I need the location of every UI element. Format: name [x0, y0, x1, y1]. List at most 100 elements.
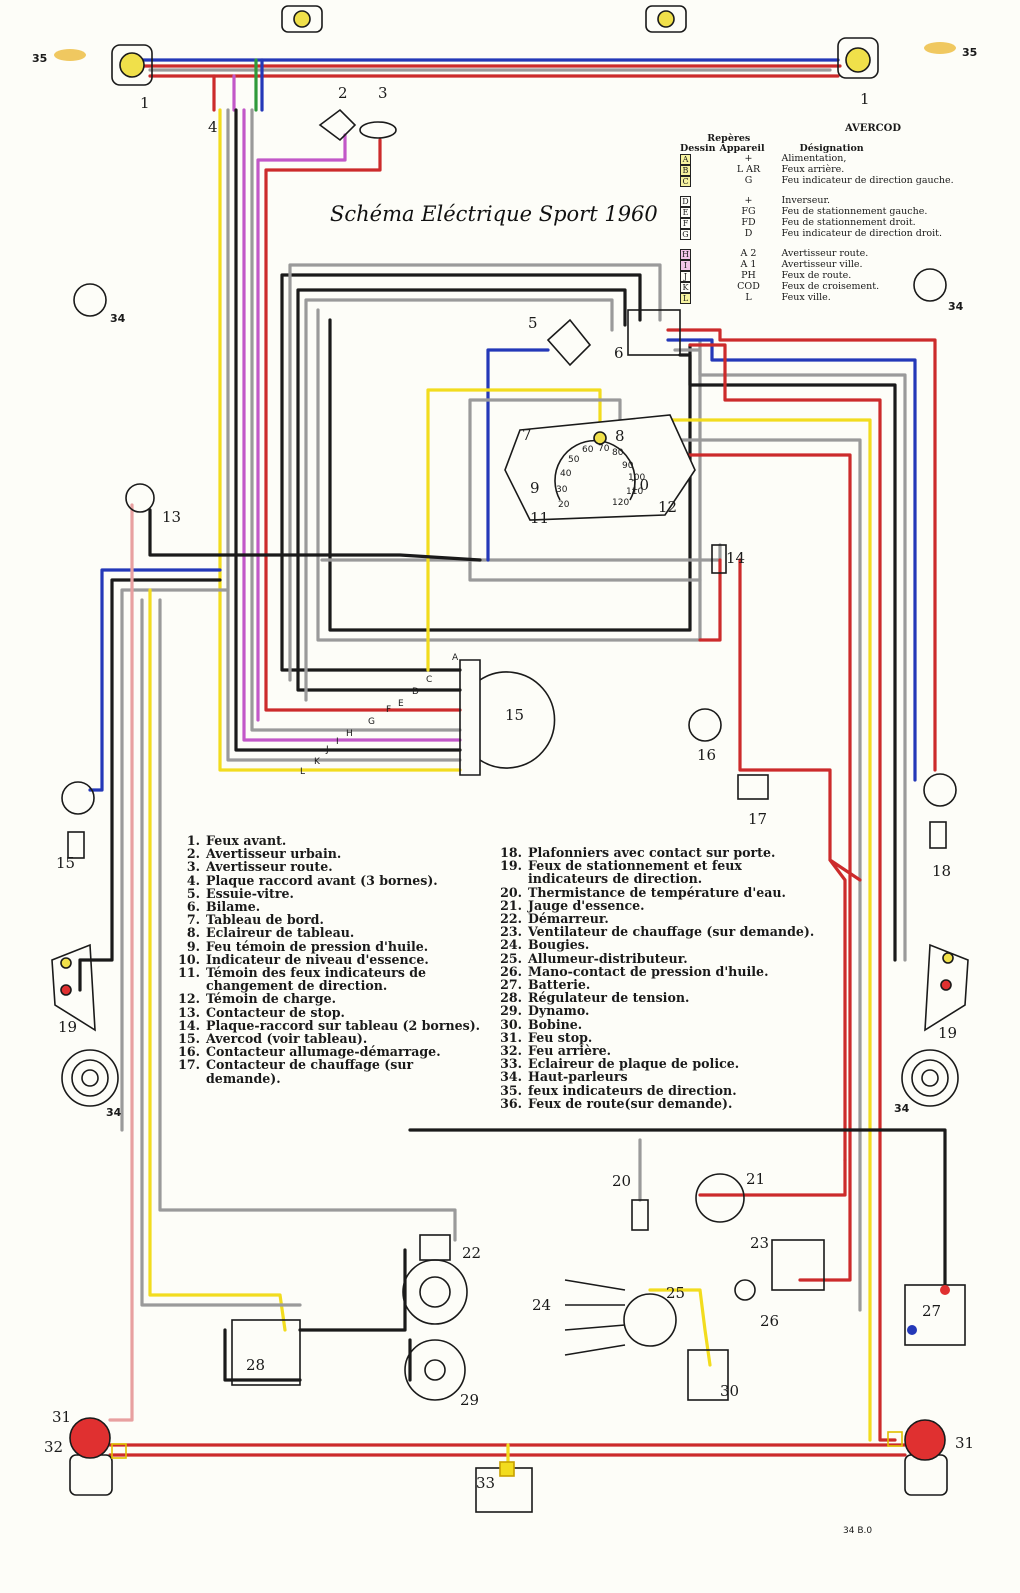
- rear-lamp-left: [69, 1417, 113, 1496]
- gauge-tick-50: 50: [568, 455, 580, 465]
- legend-item: 7.Tableau de bord.: [178, 913, 490, 926]
- component-label-22: 22: [462, 1244, 481, 1262]
- legend-item: 13.Contacteur de stop.: [178, 1005, 490, 1018]
- wire-black-left: [234, 108, 462, 752]
- col-appareil: Appareil: [719, 143, 765, 154]
- wire-grey-mid: [320, 543, 722, 562]
- bilame-connector: [627, 309, 681, 356]
- gauge-tick-80: 80: [612, 448, 624, 458]
- ignition-coil: [687, 1349, 729, 1401]
- wire-blue-right: [666, 338, 917, 782]
- avercod-dessin: D: [680, 196, 691, 207]
- avercod-row: E FG Feu de stationnement gauche.: [678, 207, 956, 218]
- component-label-25: 25: [666, 1284, 685, 1302]
- front-lamp-left: [111, 44, 153, 86]
- legend-number: 19.: [500, 858, 522, 874]
- legend-number: 25.: [500, 950, 522, 966]
- legend-number: 28.: [500, 990, 522, 1006]
- legend-item: 24.Bougies.: [500, 938, 818, 951]
- legend-number: 24.: [500, 937, 522, 953]
- avercod-terminal-c: C: [426, 675, 432, 685]
- legend-right: 18.Plafonniers avec contact sur porte.19…: [500, 846, 818, 1110]
- indicator-light-left: [51, 943, 96, 1032]
- avercod-terminal-g: G: [368, 717, 375, 727]
- legend-number: 3.: [186, 859, 200, 875]
- legend-item: 12.Témoin de charge.: [178, 992, 490, 1005]
- legend-number: 31.: [500, 1029, 522, 1045]
- legend-text: Avertisseur urbain.: [206, 846, 342, 862]
- legend-number: 12.: [178, 991, 200, 1007]
- wire-black-loop: [280, 273, 642, 672]
- legend-number: 36.: [500, 1095, 522, 1111]
- wire-grey-lower: [158, 598, 457, 1242]
- horn-urban: [318, 108, 357, 142]
- avercod-terminal-d: D: [412, 687, 419, 697]
- courtesy-light-left: [67, 831, 85, 859]
- wire-yellow-dash: [426, 388, 602, 672]
- avercod-appareil: FG: [741, 206, 756, 217]
- avercod-dessin: B: [680, 165, 691, 176]
- wire-red-right4: [653, 453, 852, 1282]
- avercod-appareil: COD: [737, 281, 760, 292]
- avercod-terminal-i: I: [336, 737, 339, 747]
- legend-number: 14.: [178, 1017, 200, 1033]
- avercod-appareil: FD: [741, 217, 756, 228]
- wire-grey-left-lights: [120, 588, 230, 1132]
- legend-text: Eclaireur de plaque de police.: [528, 1056, 740, 1072]
- component-label-23: 23: [750, 1234, 769, 1252]
- legend-text: Allumeur-distributeur.: [528, 950, 688, 966]
- component-label-1a: 1: [140, 94, 150, 112]
- thermistor: [631, 1199, 649, 1231]
- legend-number: 2.: [186, 846, 200, 862]
- legend-text: Bobine.: [528, 1016, 583, 1032]
- avercod-dessin: E: [680, 207, 691, 218]
- legend-item: 23. Ventilateur de chauffage (sur demande…: [500, 925, 818, 938]
- component-label-33: 33: [476, 1474, 495, 1492]
- component-label-11: 11: [530, 509, 549, 527]
- legend-number: 16.: [178, 1044, 200, 1060]
- component-label-9: 9: [530, 479, 540, 497]
- wire-red-right2: [688, 343, 897, 1442]
- component-label-29: 29: [460, 1391, 479, 1409]
- legend-item: 9.Feu témoin de pression d'huile.: [178, 939, 490, 952]
- component-label-31: 31: [52, 1408, 71, 1426]
- avercod-designation: Feu de stationnement droit.: [781, 217, 916, 228]
- legend-text: Ventilateur de chauffage (sur demande).: [528, 924, 815, 940]
- legend-item: 30.Bobine.: [500, 1016, 818, 1032]
- avercod-dessin: F: [680, 218, 691, 229]
- avercod-terminal-a: A: [452, 653, 459, 663]
- wire-yellow-lower: [148, 588, 287, 1332]
- legend-text: Feux avant.: [206, 833, 287, 848]
- component-label-20: 20: [612, 1172, 631, 1190]
- wiper-motor: [546, 318, 592, 367]
- component-label-15: 15: [505, 706, 524, 724]
- legend-text: Feux de stationnement et feux indicateur…: [528, 858, 742, 887]
- wire-grey-loop2: [304, 298, 614, 702]
- top-lamp-right: [645, 5, 687, 33]
- avercod-table: AVERCOD Repères Dessin Appareil Désignat…: [678, 124, 1008, 304]
- speaker-top-left: [73, 283, 107, 317]
- legend-number: 11.: [178, 965, 200, 981]
- reperes-header: Repères: [707, 133, 751, 144]
- wire-blue-left-lights: [88, 568, 222, 792]
- col-designation: Désignation: [799, 143, 864, 154]
- gauge-tick-60: 60: [582, 445, 594, 455]
- legend-number: 32.: [500, 1043, 522, 1059]
- avercod-designation: Feu de stationnement gauche.: [781, 206, 928, 217]
- avercod-designation: Avertisseur ville.: [781, 259, 863, 270]
- indicator-light-right: [924, 943, 969, 1032]
- component-label-24: 24: [532, 1296, 551, 1314]
- speaker-lower-left: [61, 1049, 119, 1107]
- wire-pink-stop: [108, 503, 134, 1422]
- spark-plugs: [564, 1279, 626, 1356]
- legend-number: 23.: [500, 924, 522, 940]
- component-label-30: 30: [720, 1382, 739, 1400]
- legend-item: 18.Plafonniers avec contact sur porte.: [500, 846, 818, 859]
- fuel-gauge: [695, 1173, 745, 1223]
- avercod-terminal-j: J: [325, 745, 329, 755]
- speaker-lower-right: [901, 1049, 959, 1107]
